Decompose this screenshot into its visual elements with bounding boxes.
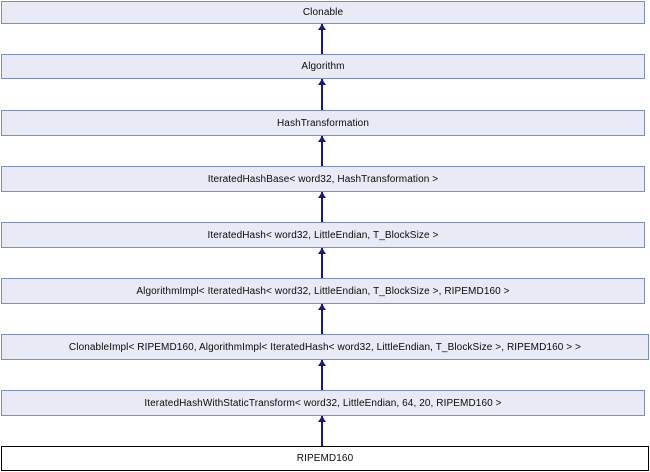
- inheritance-arrowhead-ripemd160-to-iterated-hash-with-static-transform: [318, 416, 326, 422]
- class-node-label: Algorithm: [301, 61, 345, 72]
- inheritance-arrowhead-algorithm-impl-to-iterated-hash: [318, 248, 326, 254]
- inheritance-arrowhead-hash-transformation-to-algorithm: [318, 79, 326, 85]
- class-node-label: AlgorithmImpl< IteratedHash< word32, Lit…: [136, 285, 510, 297]
- inheritance-arrowhead-iterated-hash-base-to-hash-transformation: [318, 136, 326, 142]
- inheritance-edge-iterated-hash-with-static-transform-to-clonable-impl: [321, 360, 323, 390]
- class-node-algorithm[interactable]: Algorithm: [1, 54, 645, 79]
- inheritance-arrowhead-iterated-hash-with-static-transform-to-clonable-impl: [318, 360, 326, 366]
- class-node-algorithm-impl[interactable]: AlgorithmImpl< IteratedHash< word32, Lit…: [1, 278, 645, 304]
- class-node-label: IteratedHashWithStaticTransform< word32,…: [144, 397, 502, 409]
- class-node-clonable-impl[interactable]: ClonableImpl< RIPEMD160, AlgorithmImpl< …: [1, 334, 649, 360]
- class-node-label: HashTransformation: [276, 117, 370, 129]
- inheritance-edge-algorithm-impl-to-iterated-hash: [321, 248, 323, 278]
- class-node-iterated-hash-with-static-transform[interactable]: IteratedHashWithStaticTransform< word32,…: [1, 390, 645, 416]
- class-node-ripemd160[interactable]: RIPEMD160: [1, 446, 649, 471]
- class-node-label: RIPEMD160: [296, 453, 354, 464]
- class-node-label: Clonable: [302, 7, 344, 18]
- inheritance-arrowhead-iterated-hash-to-iterated-hash-base: [318, 192, 326, 198]
- inheritance-edge-hash-transformation-to-algorithm: [321, 79, 323, 110]
- class-node-label: IteratedHash< word32, LittleEndian, T_Bl…: [207, 229, 439, 241]
- class-node-hash-transformation[interactable]: HashTransformation: [1, 110, 645, 136]
- inheritance-edge-ripemd160-to-iterated-hash-with-static-transform: [321, 416, 323, 446]
- inheritance-edge-iterated-hash-base-to-hash-transformation: [321, 136, 323, 166]
- inheritance-edge-algorithm-to-clonable: [321, 24, 323, 54]
- class-node-label: IteratedHashBase< word32, HashTransforma…: [207, 173, 439, 185]
- class-node-clonable[interactable]: Clonable: [1, 1, 645, 24]
- inheritance-edge-clonable-impl-to-algorithm-impl: [321, 304, 323, 334]
- class-node-label: ClonableImpl< RIPEMD160, AlgorithmImpl< …: [68, 341, 582, 353]
- class-node-iterated-hash-base[interactable]: IteratedHashBase< word32, HashTransforma…: [1, 166, 645, 192]
- inheritance-arrowhead-algorithm-to-clonable: [318, 24, 326, 30]
- inheritance-edge-iterated-hash-to-iterated-hash-base: [321, 192, 323, 222]
- inheritance-arrowhead-clonable-impl-to-algorithm-impl: [318, 304, 326, 310]
- class-node-iterated-hash[interactable]: IteratedHash< word32, LittleEndian, T_Bl…: [1, 222, 645, 248]
